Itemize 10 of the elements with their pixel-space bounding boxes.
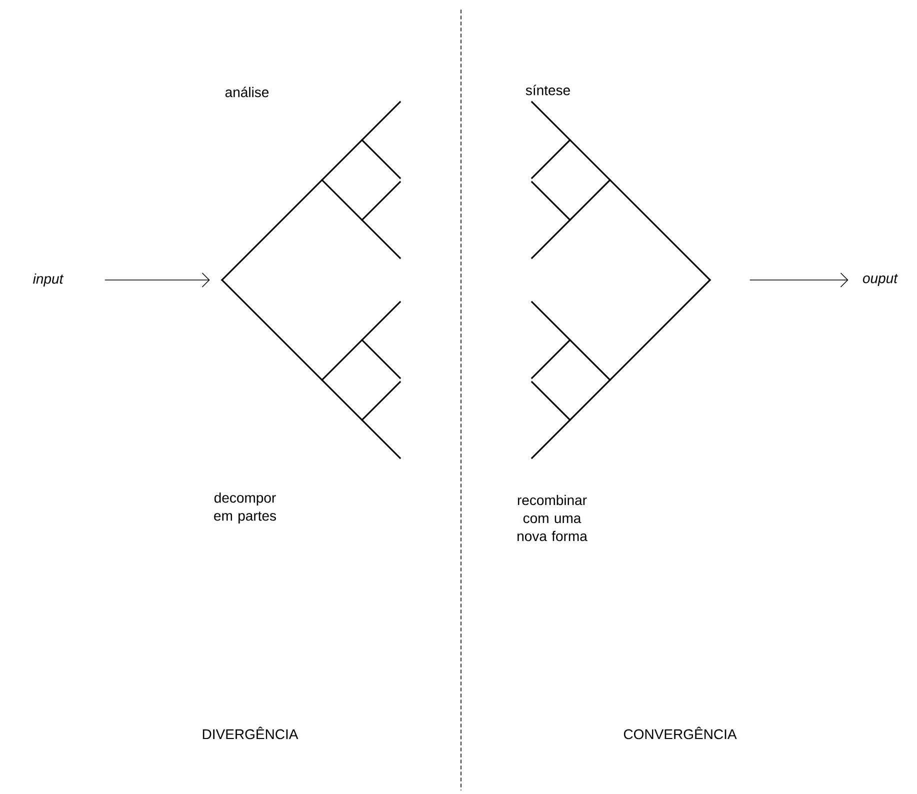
caption-text: CONVERGÊNCIA	[624, 726, 737, 740]
caption-text: recombinar com uma nova forma	[518, 494, 588, 542]
caption-text: DIVERGÊNCIA	[202, 726, 298, 740]
arrow	[750, 272, 848, 288]
term-label: ouput	[862, 274, 898, 286]
tree-drawing	[221, 101, 401, 459]
caption-text: decompor em partes	[214, 492, 276, 524]
tree-drawing	[531, 101, 711, 459]
term-label: input	[33, 273, 64, 287]
arrow	[105, 272, 210, 288]
